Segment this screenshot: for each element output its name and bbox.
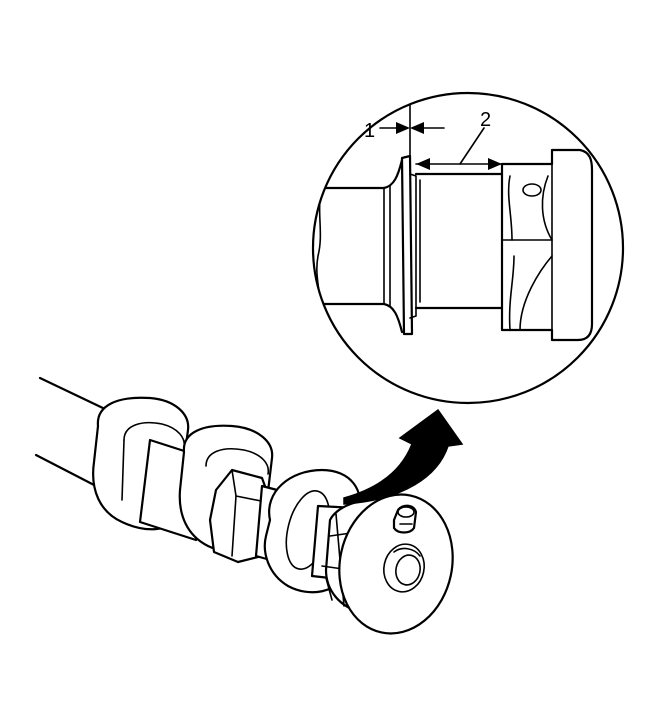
hub-end-face	[338, 493, 454, 635]
magnified-view: 1 2	[311, 91, 625, 405]
magnifier-circle	[311, 91, 625, 405]
callout-label-1: 1	[364, 120, 375, 142]
bearing-surface	[414, 172, 504, 310]
dowel-pin	[392, 504, 418, 534]
dimension-2	[415, 127, 503, 170]
leader-arrow	[343, 408, 464, 505]
callout-label-2: 2	[480, 109, 491, 131]
hex-nut	[208, 468, 272, 564]
camshaft	[34, 376, 464, 635]
magnified-flange	[400, 154, 417, 336]
dimension-1	[379, 103, 445, 159]
magnified-hub	[500, 148, 594, 342]
flange-fillet	[382, 158, 404, 334]
